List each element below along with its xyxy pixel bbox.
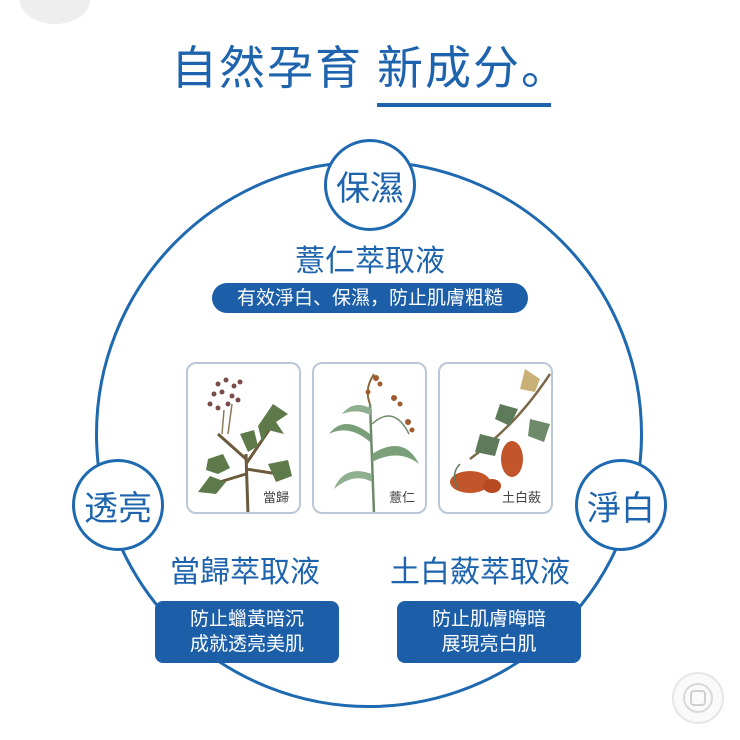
benefit-angelica: 防止蠟黃暗沉 成就透亮美肌 xyxy=(155,601,339,663)
extract-ampelopsis: 土白蘞萃取液 xyxy=(390,555,570,590)
badge-brightening-label: 透亮 xyxy=(84,488,152,529)
corner-decoration xyxy=(20,0,90,24)
extract-coix: 薏仁萃取液 xyxy=(295,244,445,279)
title-part2-text: 新成分。 xyxy=(377,41,569,95)
plant-card-angelica: 當歸 xyxy=(186,362,301,514)
watermark-logo-icon xyxy=(672,672,724,724)
benefit-ampelopsis-line1: 防止肌膚晦暗 xyxy=(431,608,546,630)
badge-whitening-label: 淨白 xyxy=(587,488,655,529)
plant-card-ampelopsis: 土白蘞 xyxy=(438,362,553,514)
page-title: 自然孕育新成分。 xyxy=(0,32,740,107)
plant-card-coix: 薏仁 xyxy=(312,362,427,514)
coix-seed-illustration-icon xyxy=(329,373,419,512)
plant-caption-coix: 薏仁 xyxy=(388,491,415,506)
benefit-ampelopsis: 防止肌膚晦暗 展現亮白肌 xyxy=(397,601,581,663)
badge-whitening: 淨白 xyxy=(575,459,667,551)
badge-brightening: 透亮 xyxy=(72,459,164,551)
plant-caption-ampelopsis: 土白蘞 xyxy=(501,491,541,506)
ampelopsis-illustration-icon xyxy=(450,369,551,493)
badge-moisturizing: 保濕 xyxy=(324,139,416,231)
title-underline xyxy=(377,103,551,107)
plant-caption-angelica: 當歸 xyxy=(262,491,289,506)
extract-angelica: 當歸萃取液 xyxy=(170,555,320,590)
benefit-ampelopsis-line2: 展現亮白肌 xyxy=(441,633,537,655)
benefit-coix: 有效淨白、保濕，防止肌膚粗糙 xyxy=(212,283,528,313)
title-part1: 自然孕育 xyxy=(171,41,363,95)
angelica-illustration-icon xyxy=(198,377,292,512)
benefit-angelica-line1: 防止蠟黃暗沉 xyxy=(189,608,304,630)
badge-moisturizing-label: 保濕 xyxy=(336,168,404,209)
title-part2: 新成分。 xyxy=(377,41,569,107)
benefit-angelica-line2: 成就透亮美肌 xyxy=(189,633,304,655)
